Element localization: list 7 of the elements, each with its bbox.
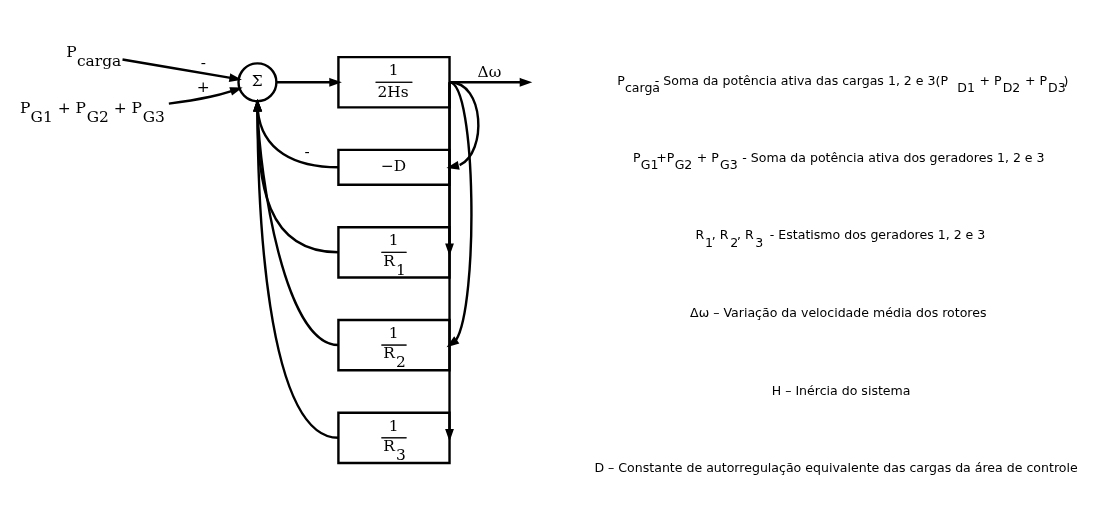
edge-label: + bbox=[196, 77, 210, 96]
edge-label: - bbox=[200, 53, 206, 72]
label: D – Constante de autorregulação equivalente das cargas da área de controle bbox=[594, 460, 1078, 476]
label: H – Inércia do sistema bbox=[771, 382, 911, 398]
edge-label: Δω bbox=[477, 63, 502, 82]
edge-label: - bbox=[304, 143, 310, 162]
label: Δω – Variação da velocidade média dos rotores bbox=[690, 305, 987, 321]
